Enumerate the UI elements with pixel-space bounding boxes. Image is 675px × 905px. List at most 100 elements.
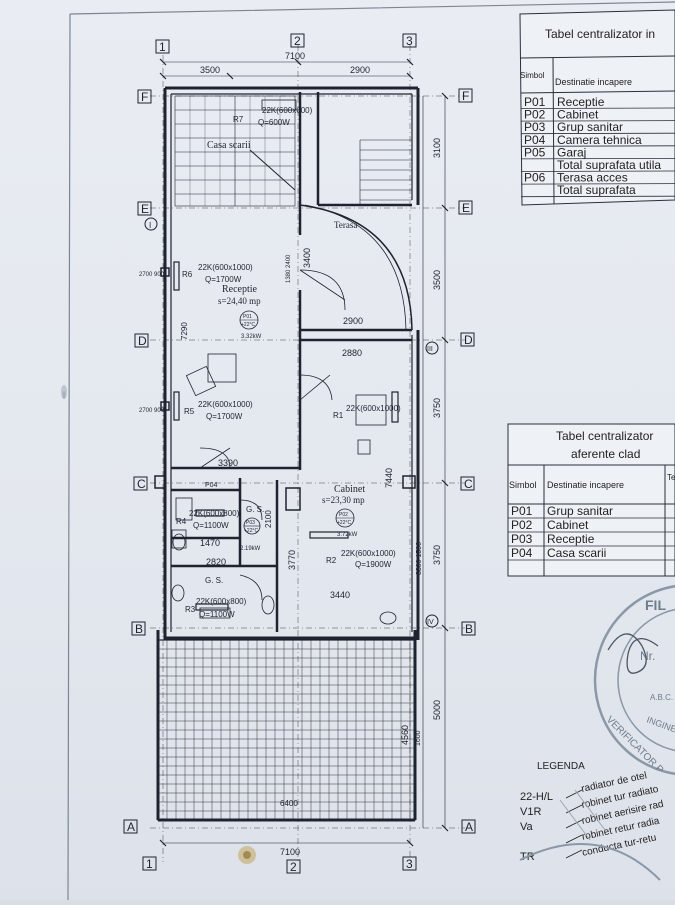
dim-3400: 3400 xyxy=(302,248,312,268)
table1-row-destination: Total suprafata xyxy=(557,183,636,197)
table1-row-symbol: P01 xyxy=(524,95,546,109)
dimension-lines xyxy=(159,58,449,847)
axis-3-bottom: 3 xyxy=(406,857,413,871)
dim-7440: 7440 xyxy=(384,468,394,488)
radiator-r6-q: Q=1700W xyxy=(205,275,242,284)
table1-row-destination: Garaj xyxy=(557,145,586,159)
dim-2700-900-b: 2700 900 xyxy=(139,408,165,414)
wall-inner-lines xyxy=(170,93,413,632)
table2-row-destination: Cabinet xyxy=(547,518,589,532)
table2-title1: Tabel centralizator xyxy=(556,429,653,443)
axis-2-bottom: 2 xyxy=(290,860,297,874)
radiator-r7-q: Q=600W xyxy=(258,118,290,127)
axis-2-top: 2 xyxy=(294,34,301,48)
axis-d-right: D xyxy=(464,333,473,347)
table2-row-symbol: P02 xyxy=(511,518,533,532)
terrace-tiles xyxy=(157,639,415,821)
table2-title2: aferente clad xyxy=(571,447,640,461)
radiator-labels: 22K(600x600) R7 Q=600W 22K(600x1000) R6 … xyxy=(176,106,401,619)
dim-right-ba: 5000 xyxy=(432,700,442,720)
dim-right-cb-small: 3300 1500 xyxy=(416,542,423,575)
radiator-r1-spec: 22K(600x1000) xyxy=(346,404,401,413)
mark-iv: IV xyxy=(427,619,434,626)
scan-artifact xyxy=(238,846,256,864)
table1-title: Tabel centralizator in xyxy=(545,27,655,41)
room-cabinet-area: s=23,30 mp xyxy=(322,495,365,505)
signature-scribble xyxy=(607,633,659,674)
table1-head-dest: Destinatie incapere xyxy=(555,77,632,87)
room-gs1-power: 2.19kW xyxy=(240,546,261,552)
radiator-r6-spec: 22K(600x1000) xyxy=(198,263,253,272)
table2-row-destination: Receptie xyxy=(547,532,595,546)
dim-4560: 4560 xyxy=(400,725,410,745)
radiator-r3-q: Q=1100W xyxy=(199,610,235,619)
radiator-r6-code: R6 xyxy=(182,270,193,279)
legend-symbol: V1R xyxy=(520,806,541,818)
radiator-r4-spec: 22K(600x800) xyxy=(189,509,240,518)
room-cabinet-tag: P02 xyxy=(339,512,348,518)
axis-3-top: 3 xyxy=(406,34,413,48)
table1-row-symbol: P06 xyxy=(524,171,546,185)
page-border xyxy=(67,1,675,901)
axis-1-top: 1 xyxy=(159,40,166,54)
dim-right-dc: 3750 xyxy=(432,398,442,418)
grid-bubbles: 1 2 3 1 2 3 F F E E D D C C B B A A xyxy=(123,33,476,874)
dim-top-total: 7100 xyxy=(285,51,305,61)
table2-row-symbol: P03 xyxy=(511,532,533,546)
dim-2700-900-a: 2700 900 xyxy=(139,272,165,278)
radiator-r4-code: R4 xyxy=(176,517,187,526)
table1-row-symbol: P03 xyxy=(524,120,546,134)
table1-row-destination: Cabinet xyxy=(557,108,599,122)
axis-e-left: E xyxy=(141,202,149,216)
room-labels: Casa scarii Terasa Receptie s=24,40 mp P… xyxy=(205,140,365,585)
terrace-slab xyxy=(157,639,416,821)
table1-row-symbol: P02 xyxy=(524,108,546,122)
radiator-r2-spec: 22K(600x1000) xyxy=(341,549,396,558)
table1-row-destination: Grup sanitar xyxy=(557,120,623,134)
table2-head-simbol: Simbol xyxy=(509,480,537,490)
room-receptie-power: 3.32kW xyxy=(241,334,262,340)
axis-f-right: F xyxy=(462,89,469,103)
dim-bottom-total: 7100 xyxy=(280,847,300,857)
table2-row-destination: Casa scarii xyxy=(547,546,606,560)
legend-symbol: 22-H/L xyxy=(520,791,553,803)
axis-c-left: C xyxy=(137,477,146,491)
radiator-r4-q: Q=1100W xyxy=(193,521,229,530)
stamp-line2: Nr. xyxy=(640,649,655,663)
axis-d-left: D xyxy=(138,334,147,348)
dim-3440: 3440 xyxy=(330,590,350,600)
dim-2880: 2880 xyxy=(342,348,362,358)
room-gs1-name: G. S. xyxy=(246,505,264,514)
room-terasa: Terasa xyxy=(334,220,357,230)
radiator-r7-spec: 22K(600x600) xyxy=(262,106,313,115)
stamp-line3: A.B.C. xyxy=(650,693,673,702)
radiator-r3-code: R3 xyxy=(185,605,196,614)
table1-row-destination: Receptie xyxy=(557,95,605,109)
room-receptie-tag: P01 xyxy=(243,314,252,320)
room-cabinet-power: 3.72kW xyxy=(337,532,358,538)
dim-top-right: 2900 xyxy=(350,65,370,75)
dim-top-left: 3500 xyxy=(200,65,220,75)
room-receptie-area: s=24,40 mp xyxy=(218,296,261,306)
axis-b-left: B xyxy=(135,622,143,636)
staircase xyxy=(174,95,412,207)
dim-right-fe: 3100 xyxy=(432,138,442,158)
room-gs2-name: G. S. xyxy=(205,576,223,585)
dim-right-cb: 3750 xyxy=(432,545,442,565)
table2-head-t: Te xyxy=(667,473,675,482)
dim-1380-2400: 1380 2400 xyxy=(286,254,292,283)
axis-1-bottom: 1 xyxy=(146,857,153,871)
axis-f-left: F xyxy=(141,90,148,104)
radiator-r5-code: R5 xyxy=(184,407,195,416)
axis-a-left: A xyxy=(127,820,135,834)
binder-hole-inner xyxy=(62,391,66,399)
axis-c-right: C xyxy=(464,477,473,491)
dim-6400: 6400 xyxy=(280,799,298,808)
table1-row-destination: Terasa acces xyxy=(557,171,628,185)
terrace-curve-inner xyxy=(304,204,407,331)
room-receptie-name: Receptie xyxy=(222,284,258,295)
table1-row-symbol: P05 xyxy=(524,145,546,159)
fixtures xyxy=(171,99,397,625)
